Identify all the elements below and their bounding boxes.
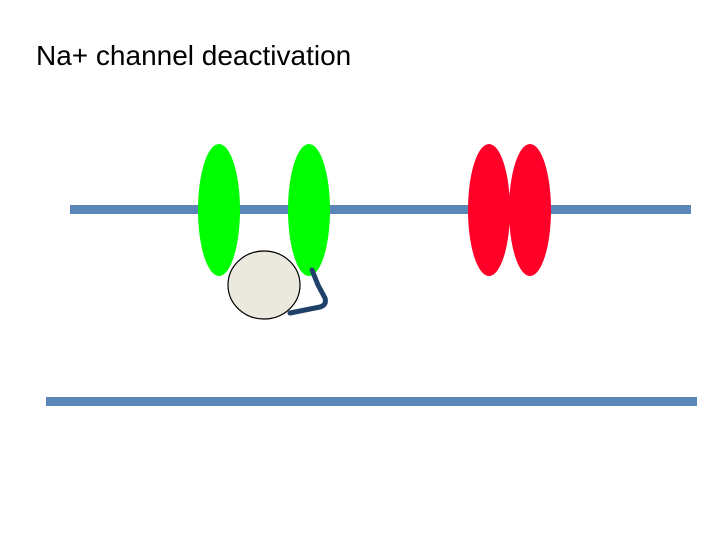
closed-channel-left-subunit — [468, 144, 510, 276]
inactivation-ball — [227, 250, 301, 320]
open-sodium-channel — [198, 144, 330, 276]
closed-channel-right-subunit — [509, 144, 551, 276]
upper-membrane-line — [70, 205, 691, 214]
closed-sodium-channel — [468, 144, 551, 276]
inactivation-ball-and-chain — [227, 250, 328, 320]
inactivation-tether — [287, 267, 328, 316]
lower-membrane-line — [46, 397, 697, 406]
open-channel-right-subunit — [288, 144, 330, 276]
open-channel-left-subunit — [198, 144, 240, 276]
slide-title: Na+ channel deactivation — [36, 40, 352, 71]
